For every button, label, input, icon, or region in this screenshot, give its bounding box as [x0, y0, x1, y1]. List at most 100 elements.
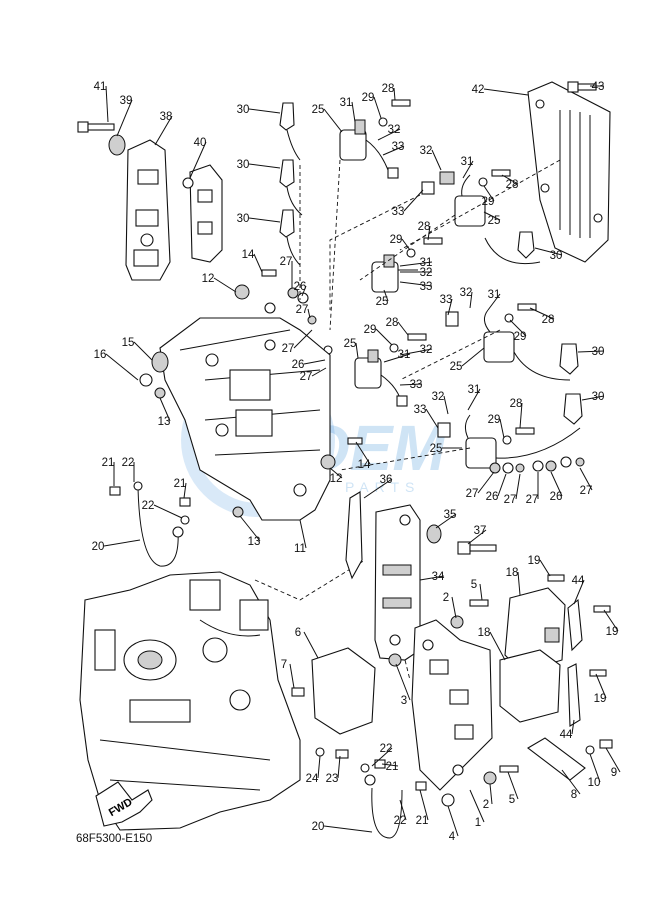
callout-c7: 7 [281, 659, 287, 671]
bolt-21-lower-b [415, 781, 427, 791]
leader-line-c22b [153, 504, 183, 519]
callout-c32f: 32 [432, 391, 445, 403]
leader-line-c29e [509, 319, 527, 337]
leader-line-c21c [381, 763, 399, 767]
ignition-coil-25-top [339, 119, 399, 179]
leader-line-c37 [467, 529, 487, 545]
callout-c20b: 20 [312, 821, 325, 833]
callout-c13b: 13 [248, 536, 261, 548]
callout-c27d: 27 [300, 371, 313, 383]
leader-line-c25c [383, 289, 389, 302]
leader-line-c29b [483, 185, 495, 202]
leader-line-c2b [489, 783, 493, 805]
callout-c40: 40 [194, 137, 207, 149]
leader-line-c27h [579, 467, 593, 491]
leader-line-c28a [393, 87, 396, 101]
leader-line-c35 [435, 513, 457, 529]
callout-c23: 23 [326, 773, 339, 785]
leader-line-c27f [515, 473, 521, 500]
callout-c20a: 20 [92, 541, 105, 553]
leader-line-c30b [248, 163, 281, 169]
collar-16 [139, 373, 153, 387]
callout-c33d: 33 [410, 379, 423, 391]
leader-line-c32a [377, 128, 401, 141]
callout-c22a: 22 [122, 457, 135, 469]
plug-cap-30-top [279, 102, 301, 161]
leader-line-c39 [116, 99, 133, 137]
leader-line-c28e [529, 307, 555, 320]
bracket-40 [189, 164, 223, 263]
leader-line-c30d [534, 247, 563, 256]
leader-line-c32e [469, 291, 473, 309]
ignition-coil-25-right-low [437, 414, 581, 469]
callout-c35: 35 [444, 509, 457, 521]
callout-c37: 37 [474, 525, 487, 537]
grommet-2-lower [483, 771, 497, 785]
drawing-code: 68F5300-E150 [76, 833, 152, 845]
washers-29 [378, 117, 514, 445]
bolt-41 [77, 121, 115, 133]
callout-c31b: 31 [461, 156, 474, 168]
bolt-7 [291, 687, 305, 697]
callout-c14b: 14 [358, 459, 371, 471]
bolt-23 [335, 749, 349, 759]
callout-c32d: 32 [420, 344, 433, 356]
callout-c5b: 5 [509, 794, 515, 806]
callout-c19c: 19 [594, 693, 607, 705]
grommet-35 [426, 524, 442, 544]
leader-line-c36 [363, 478, 393, 499]
leader-line-c32f [443, 395, 449, 415]
bracket-1 [411, 619, 493, 791]
callout-c28a: 28 [382, 83, 395, 95]
washer-40 [182, 177, 194, 189]
leader-line-c15 [133, 341, 153, 361]
ignition-coil-25-low [354, 349, 408, 407]
leader-line-c3 [395, 663, 411, 701]
bolt-17 [264, 302, 276, 314]
leader-line-c31d [383, 353, 411, 363]
callout-c26c: 26 [486, 491, 499, 503]
callout-c21a: 21 [102, 457, 115, 469]
leader-line-c10 [589, 753, 601, 783]
callout-c10: 10 [588, 777, 601, 789]
grommet-12-upper [234, 284, 250, 300]
plug-cap-30-mid [279, 159, 303, 216]
cover-42 [527, 81, 611, 263]
callout-c14a: 14 [242, 249, 255, 261]
callout-c33a: 33 [392, 141, 405, 153]
leader-line-c26d [550, 471, 563, 497]
grommet-2-upper [450, 615, 464, 629]
leader-line-c26c [497, 473, 507, 497]
callout-c26d: 26 [550, 491, 563, 503]
leader-line-c20b [323, 825, 373, 833]
callout-c25a: 25 [312, 104, 325, 116]
ground-lead-20-upper [133, 481, 184, 567]
leader-line-c33e [447, 298, 453, 316]
callout-c15: 15 [122, 337, 135, 349]
callout-c22d: 22 [394, 815, 407, 827]
callout-c28e: 28 [542, 314, 555, 326]
callout-c12b: 12 [330, 473, 343, 485]
callout-c25c: 25 [376, 296, 389, 308]
callout-c25f: 25 [450, 361, 463, 373]
leader-line-c29a [373, 96, 382, 119]
leader-line-c40 [189, 141, 207, 179]
callout-c34: 34 [432, 571, 445, 583]
callout-c27h: 27 [580, 485, 593, 497]
leader-line-c25f [461, 347, 485, 367]
plate-34 [374, 504, 421, 661]
bracket-38 [125, 139, 171, 281]
callout-c2b: 2 [483, 799, 489, 811]
ignition-coil-25-right-top [421, 171, 486, 227]
leader-line-c16 [105, 353, 139, 381]
leader-line-c38 [154, 115, 173, 146]
leader-line-c14b [355, 441, 371, 465]
callout-c33f: 33 [414, 404, 427, 416]
callout-c27f: 27 [504, 494, 517, 506]
callout-c42: 42 [472, 84, 485, 96]
leader-line-c30f [581, 395, 605, 401]
leader-line-c31e [487, 293, 501, 311]
callout-c39: 39 [120, 95, 133, 107]
leader-line-c28d [397, 321, 409, 336]
